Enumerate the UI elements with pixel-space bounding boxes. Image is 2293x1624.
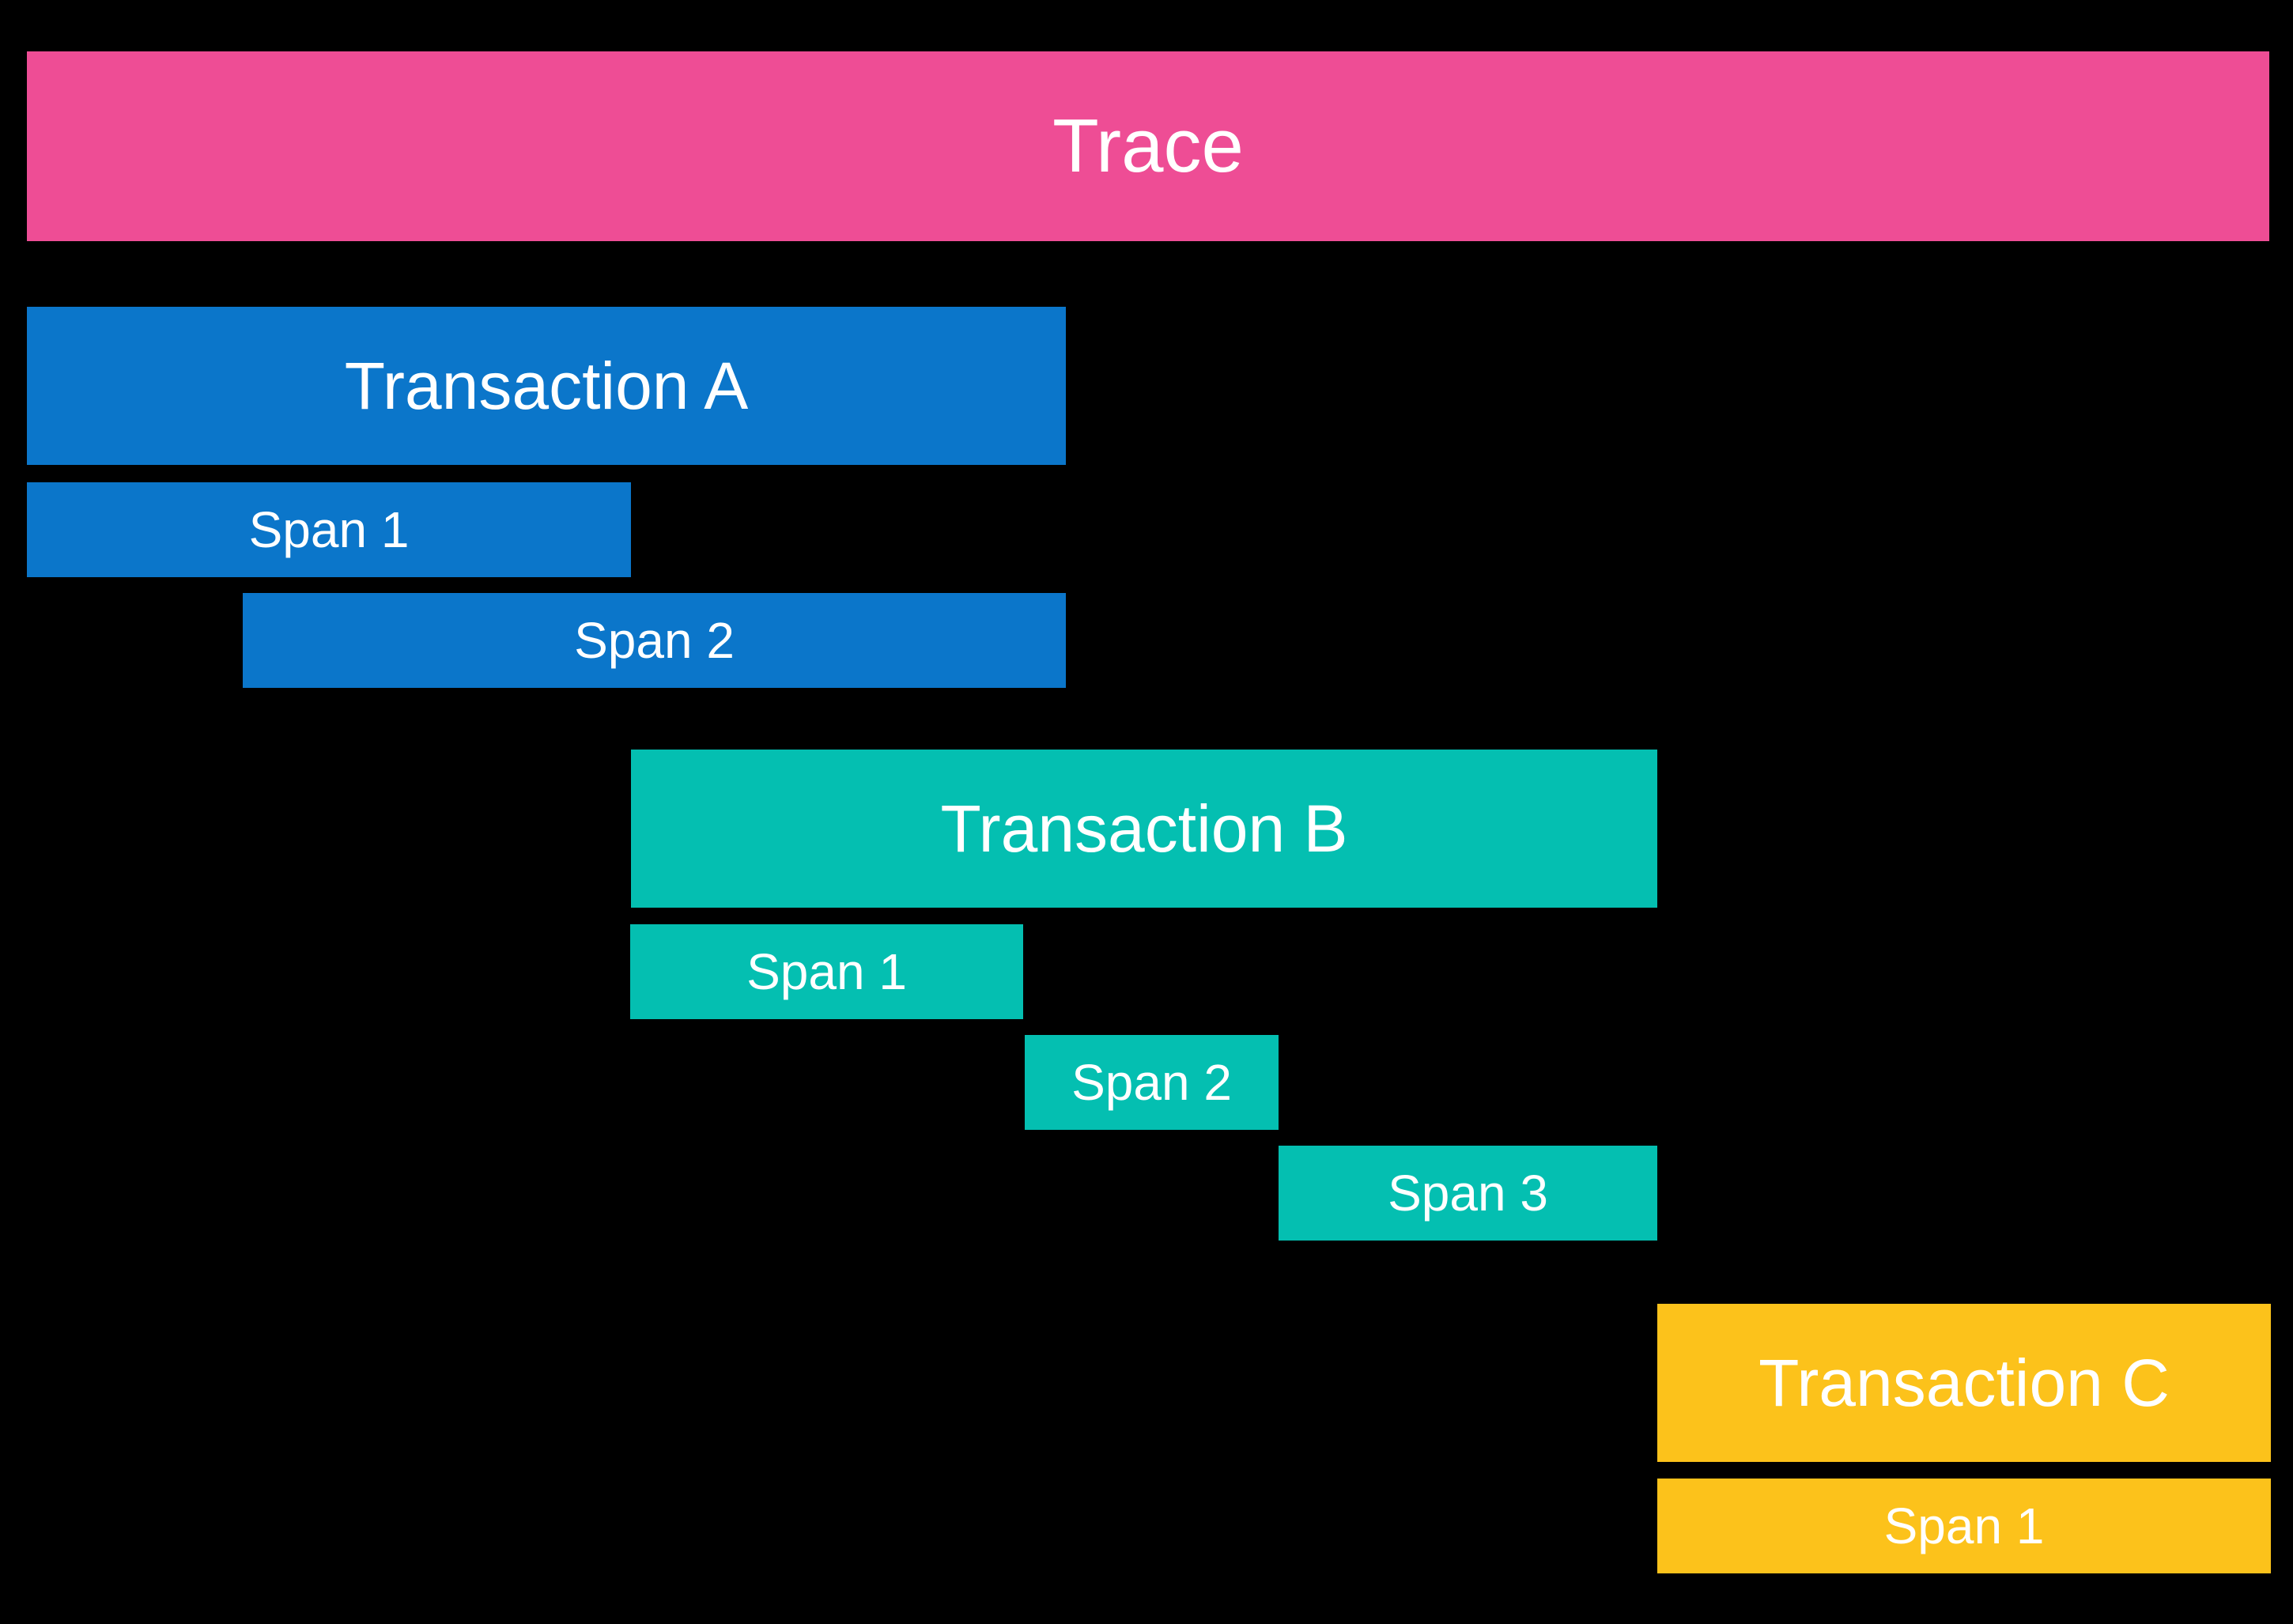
transaction-b-span-2-bar[interactable]: Span 2	[1025, 1035, 1279, 1130]
transaction-b-label: Transaction B	[940, 791, 1348, 866]
transaction-a-bar[interactable]: Transaction A	[27, 307, 1066, 465]
transaction-b-span-3-bar[interactable]: Span 3	[1279, 1146, 1657, 1241]
transaction-a-span-1-bar[interactable]: Span 1	[27, 482, 631, 577]
transaction-c-span-1-label: Span 1	[1883, 1497, 2045, 1554]
transaction-a-span-1-label: Span 1	[248, 501, 410, 558]
trace-label: Trace	[1052, 104, 1244, 188]
transaction-a-span-2-label: Span 2	[574, 612, 735, 669]
transaction-b-span-2-label: Span 2	[1071, 1054, 1232, 1111]
transaction-a-span-2-bar[interactable]: Span 2	[243, 593, 1066, 688]
transaction-c-span-1-bar[interactable]: Span 1	[1657, 1479, 2271, 1573]
transaction-b-span-1-label: Span 1	[746, 943, 907, 1000]
transaction-b-span-3-label: Span 3	[1388, 1165, 1548, 1222]
transaction-b-span-1-bar[interactable]: Span 1	[630, 924, 1023, 1019]
transaction-b-bar[interactable]: Transaction B	[631, 750, 1657, 908]
trace-bar[interactable]: Trace	[27, 51, 2269, 241]
transaction-c-label: Transaction C	[1758, 1346, 2170, 1420]
transaction-c-bar[interactable]: Transaction C	[1657, 1304, 2271, 1462]
transaction-a-label: Transaction A	[344, 349, 749, 423]
